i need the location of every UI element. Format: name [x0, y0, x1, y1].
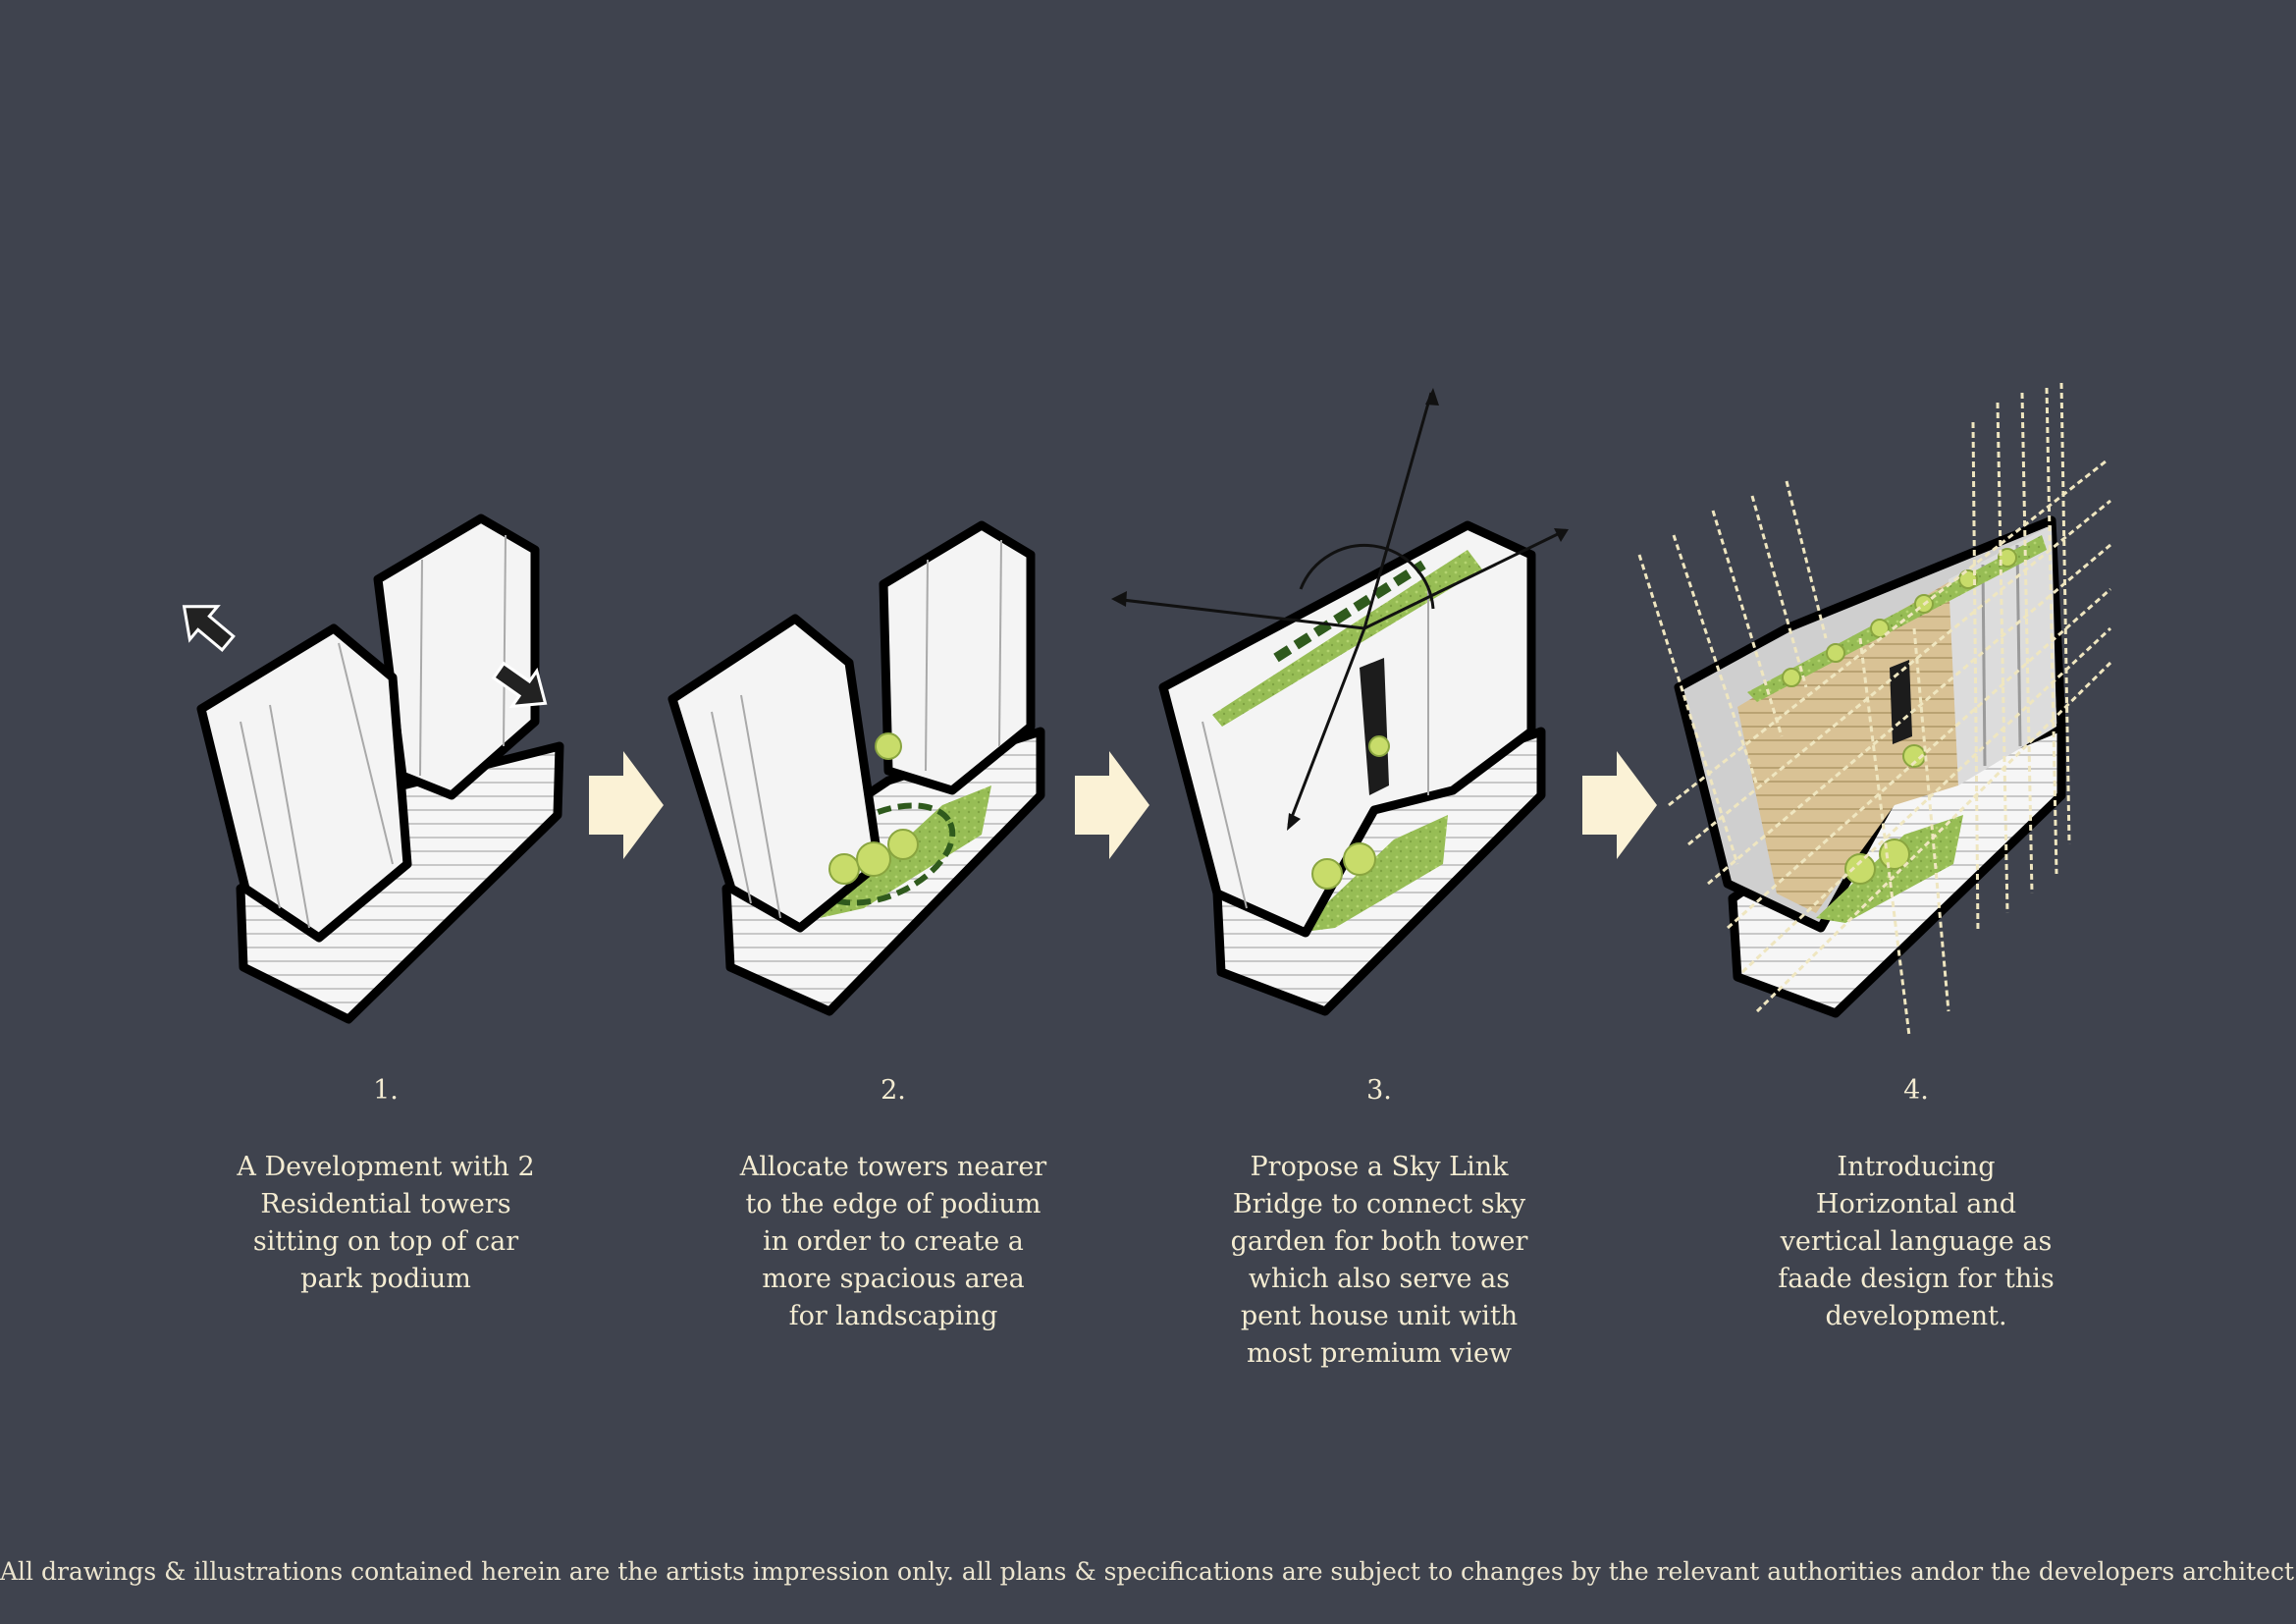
- step-number: 4.: [1903, 1075, 1929, 1106]
- step-number: 1.: [373, 1075, 399, 1106]
- step-caption: Introducing Horizontal and vertical lang…: [1778, 1152, 2055, 1331]
- view-lines: [1113, 392, 1567, 826]
- step-3-illustration: [1111, 388, 1569, 1016]
- process-arrow-icon: [1075, 751, 1149, 859]
- process-arrow-icon: [589, 751, 664, 859]
- process-arrow-icon: [1582, 751, 1657, 859]
- step-caption: Propose a Sky Link Bridge to connect sky…: [1230, 1152, 1528, 1369]
- void: [1360, 658, 1389, 795]
- step-caption: A Development with 2 Residential towers …: [237, 1152, 535, 1294]
- step-1-illustration: [182, 514, 564, 1024]
- void: [1890, 660, 1912, 744]
- tree-icon: [828, 732, 919, 885]
- step-4-illustration: [1637, 382, 2112, 1037]
- linked-towers: [1158, 520, 1536, 938]
- sky-garden: [1212, 550, 1482, 727]
- back-tower: [879, 520, 1036, 795]
- step-number: 2.: [881, 1075, 906, 1106]
- step-2-illustration: [667, 520, 1045, 1016]
- front-tower: [196, 623, 412, 943]
- view-arrowheads-icon: [1111, 388, 1569, 831]
- landscape-area: [1296, 815, 1448, 933]
- arrow-left-icon: [182, 605, 236, 653]
- step-number: 3.: [1366, 1075, 1392, 1106]
- tree-icon: [1311, 735, 1390, 890]
- sky-bridge-arrow-icon: [1273, 560, 1426, 663]
- step-caption: Allocate towers nearer to the edge of po…: [739, 1152, 1047, 1331]
- facade-grid-lines: [1637, 382, 2112, 1037]
- disclaimer: All drawings & illustrations contained h…: [0, 1557, 2296, 1586]
- arrow-right-icon: [491, 661, 548, 709]
